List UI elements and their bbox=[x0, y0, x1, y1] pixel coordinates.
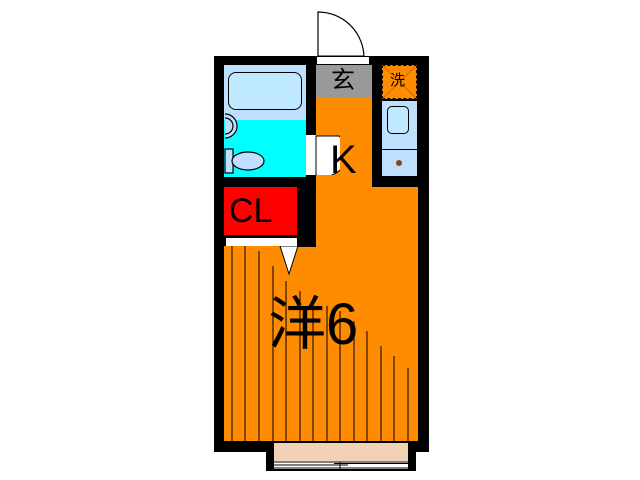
flooring-lines bbox=[231, 246, 409, 441]
toilet-icon bbox=[224, 148, 265, 174]
balcony bbox=[274, 443, 408, 461]
closet-room-wall bbox=[297, 187, 316, 247]
kitchen-right bbox=[316, 187, 418, 247]
entrance-label: 玄 bbox=[331, 67, 355, 94]
entrance bbox=[316, 65, 372, 98]
stove-knob-icon bbox=[396, 160, 402, 166]
kitchen-partition bbox=[372, 178, 418, 187]
counter-divider bbox=[381, 149, 418, 150]
kitchen-sink-icon bbox=[387, 106, 409, 134]
closet-door bbox=[226, 238, 298, 246]
laundry-x-icon bbox=[382, 65, 417, 99]
western-room bbox=[224, 246, 418, 441]
western-room-label: 洋6 bbox=[268, 292, 359, 357]
closet-label: CL bbox=[229, 192, 273, 230]
sink-icon bbox=[224, 113, 238, 139]
kitchen-label: K bbox=[330, 138, 357, 182]
bathtub-icon bbox=[228, 72, 302, 110]
laundry-label: 洗 bbox=[390, 72, 406, 89]
entrance-wall bbox=[372, 65, 381, 99]
entry-door-swing-icon bbox=[317, 11, 365, 60]
closet-door-arrow-icon bbox=[279, 246, 299, 276]
toilet-door-swing-icon bbox=[306, 135, 340, 175]
entry-door-threshold bbox=[316, 56, 370, 65]
window-sash-icon bbox=[274, 461, 408, 469]
toilet-closet-wall bbox=[224, 177, 316, 187]
closet bbox=[224, 187, 297, 235]
